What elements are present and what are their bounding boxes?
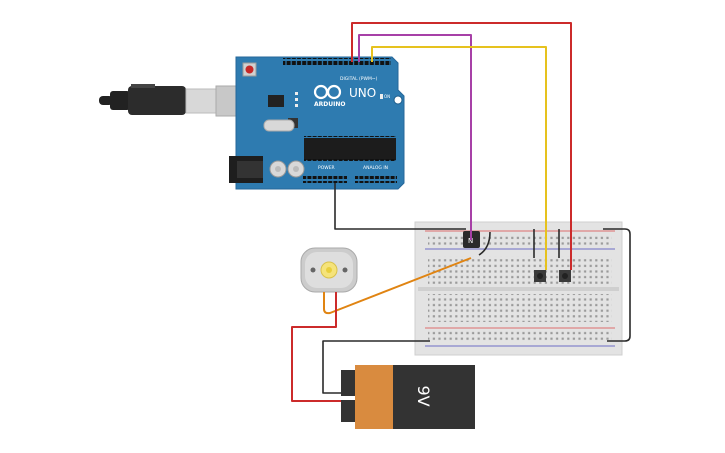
push-button-2[interactable] — [559, 270, 571, 282]
digital-header — [283, 58, 391, 65]
9v-battery[interactable]: 9V — [341, 365, 475, 429]
arduino-uno-board[interactable]: ARDUINO UNO DIGITAL (PWM~) ON POWER ANAL… — [229, 56, 405, 190]
usb-cable — [99, 84, 257, 117]
wires — [291, 22, 631, 402]
analog-header-label: ANALOG IN — [363, 165, 388, 171]
battery-label: 9V — [414, 385, 433, 406]
microcontroller-chip — [304, 138, 396, 160]
wire-black-transistor — [478, 231, 491, 256]
arduino-logo — [313, 84, 342, 100]
dc-motor[interactable] — [300, 247, 358, 293]
arduino-model-text: UNO — [349, 86, 376, 100]
push-button-1[interactable] — [534, 270, 546, 282]
arduino-brand-text: ARDUINO — [314, 101, 345, 108]
wire-black-rail — [603, 228, 631, 342]
analog-header — [355, 176, 397, 183]
on-led-label: ON — [384, 94, 390, 99]
wire-orange-motor — [323, 257, 472, 315]
transistor-label: N — [468, 237, 473, 245]
wire-black-gnd — [334, 183, 466, 230]
breadboard[interactable] — [414, 221, 623, 356]
wire-yellow-digital — [371, 46, 547, 270]
digital-header-label: DIGITAL (PWM~) — [340, 76, 378, 82]
power-header-label: POWER — [318, 165, 335, 171]
power-header — [303, 176, 347, 183]
wire-black-battery — [322, 340, 430, 394]
wire-red-battery — [291, 292, 341, 402]
reset-button[interactable] — [245, 65, 254, 74]
wire-red-digital — [351, 22, 572, 270]
wire-purple-digital — [358, 34, 472, 240]
status-leds — [295, 92, 298, 107]
